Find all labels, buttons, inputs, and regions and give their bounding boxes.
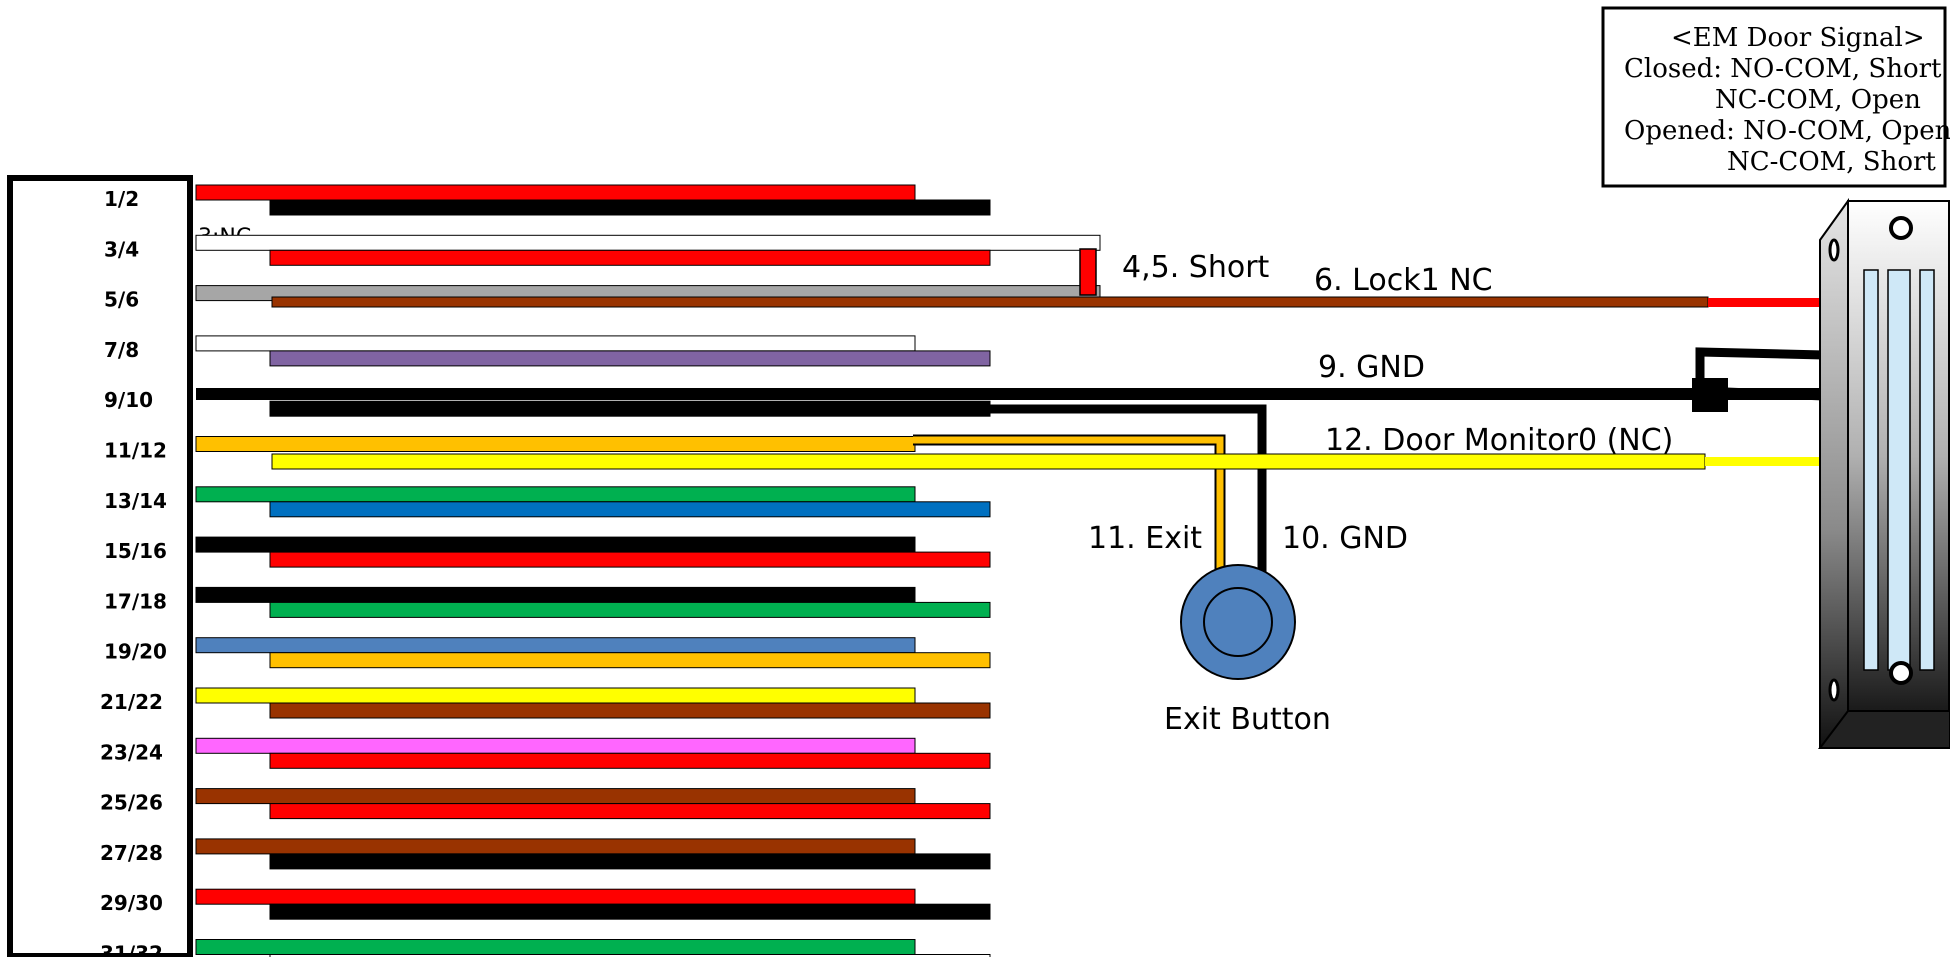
- exit-button-icon: [1180, 564, 1296, 680]
- wire-upper-31: [195, 939, 916, 955]
- lock-nc-wire: [271, 296, 1709, 308]
- wire-lower-26: [269, 803, 991, 820]
- lock-lead-black-upper: [1695, 347, 1825, 381]
- pin-label-16: 31/32: [100, 942, 163, 957]
- wire-upper-11: [195, 436, 916, 452]
- lock-label: 6. Lock1 NC: [1314, 263, 1493, 298]
- wire-upper-19: [195, 637, 916, 654]
- signal-note-title: <EM Door Signal>: [1671, 23, 1925, 53]
- gnd10-label: 10. GND: [1282, 521, 1408, 556]
- lock-lead-black-lower: [1725, 387, 1825, 401]
- door-monitor-lead: [1705, 457, 1825, 466]
- pin-label-4: 7/8: [104, 338, 139, 362]
- em-door-signal-note: <EM Door Signal> Closed: NO-COM, Short N…: [1601, 6, 1950, 188]
- wire-lower-22: [269, 702, 991, 719]
- gnd-splice: [1692, 378, 1728, 412]
- pin-label-14: 27/28: [100, 841, 163, 865]
- pin-label-13: 25/26: [100, 791, 163, 815]
- wire-lower-28: [269, 853, 991, 870]
- wire-lower-18: [269, 601, 991, 618]
- short-label: 4,5. Short: [1122, 250, 1270, 285]
- wire-upper-13: [195, 486, 916, 503]
- gnd9-label: 9. GND: [1318, 350, 1425, 385]
- wire-upper-25: [195, 788, 916, 805]
- wire-bundle: [195, 184, 1101, 957]
- wire-lower-32: [269, 954, 991, 957]
- pin-label-3: 5/6: [104, 288, 139, 312]
- exit-gnd-wire: [985, 404, 1267, 574]
- wire-upper-27: [195, 838, 916, 855]
- exit-wire: [913, 436, 1224, 574]
- exit-label: 11. Exit: [1088, 521, 1202, 556]
- wire-lower-14: [269, 501, 991, 518]
- pin-labels: 1/2 3/4 5/6 7/8 9/10 11/12 13/14 15/16 17/18 19/2…: [100, 187, 167, 957]
- wire-upper-3: [195, 234, 1101, 251]
- pin-label-8: 15/16: [104, 539, 167, 563]
- signal-note-line4: NC-COM, Short: [1727, 147, 1936, 177]
- wire-upper-21: [195, 687, 916, 704]
- wire-lower-24: [269, 752, 991, 769]
- pin-label-7: 13/14: [104, 489, 167, 513]
- connector-block: [7, 175, 193, 957]
- pin-label-11: 21/22: [100, 690, 163, 714]
- wire-lower-30: [269, 903, 991, 920]
- wire-lower-16: [269, 551, 991, 568]
- pin-label-12: 23/24: [100, 740, 163, 764]
- wire-upper-23: [195, 737, 916, 754]
- signal-note-line3: Opened: NO-COM, Open: [1624, 116, 1950, 146]
- wire-lower-10: [269, 400, 991, 417]
- wire-upper-17: [195, 586, 916, 603]
- em-lock-icon: [1817, 197, 1950, 749]
- short-jumper: [1079, 248, 1097, 296]
- pin-label-9: 17/18: [104, 589, 167, 613]
- wire-upper-1: [195, 184, 916, 201]
- signal-note-line1: Closed: NO-COM, Short: [1624, 54, 1942, 84]
- wire-lower-20: [269, 652, 991, 669]
- wire-upper-15: [195, 536, 916, 553]
- pin-label-2: 3/4: [104, 237, 139, 261]
- lock-lead-red: [1708, 298, 1823, 307]
- pin-label-6: 11/12: [104, 439, 167, 463]
- pin-label-15: 29/30: [100, 891, 163, 915]
- wire-upper-7: [195, 335, 916, 352]
- wire-lower-4: [269, 249, 991, 266]
- pin-label-5: 9/10: [104, 388, 153, 412]
- exit-button-label: Exit Button: [1164, 702, 1331, 737]
- gnd-trunk-wire: [196, 388, 1826, 400]
- pin-label-10: 19/20: [104, 640, 167, 664]
- wire-lower-2: [269, 199, 991, 216]
- pin-label-1: 1/2: [104, 187, 139, 211]
- door-monitor-label: 12. Door Monitor0 (NC): [1325, 423, 1673, 458]
- signal-note-line2: NC-COM, Open: [1715, 85, 1921, 115]
- wire-upper-29: [195, 888, 916, 905]
- wire-lower-8: [269, 350, 991, 367]
